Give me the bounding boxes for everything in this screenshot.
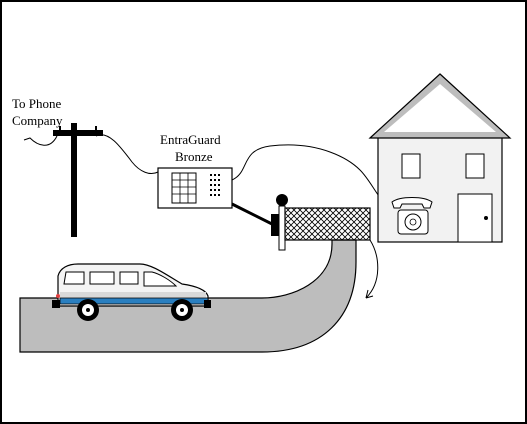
- keypad-entry-unit-icon: [158, 168, 232, 208]
- rotary-telephone-icon: [392, 198, 432, 235]
